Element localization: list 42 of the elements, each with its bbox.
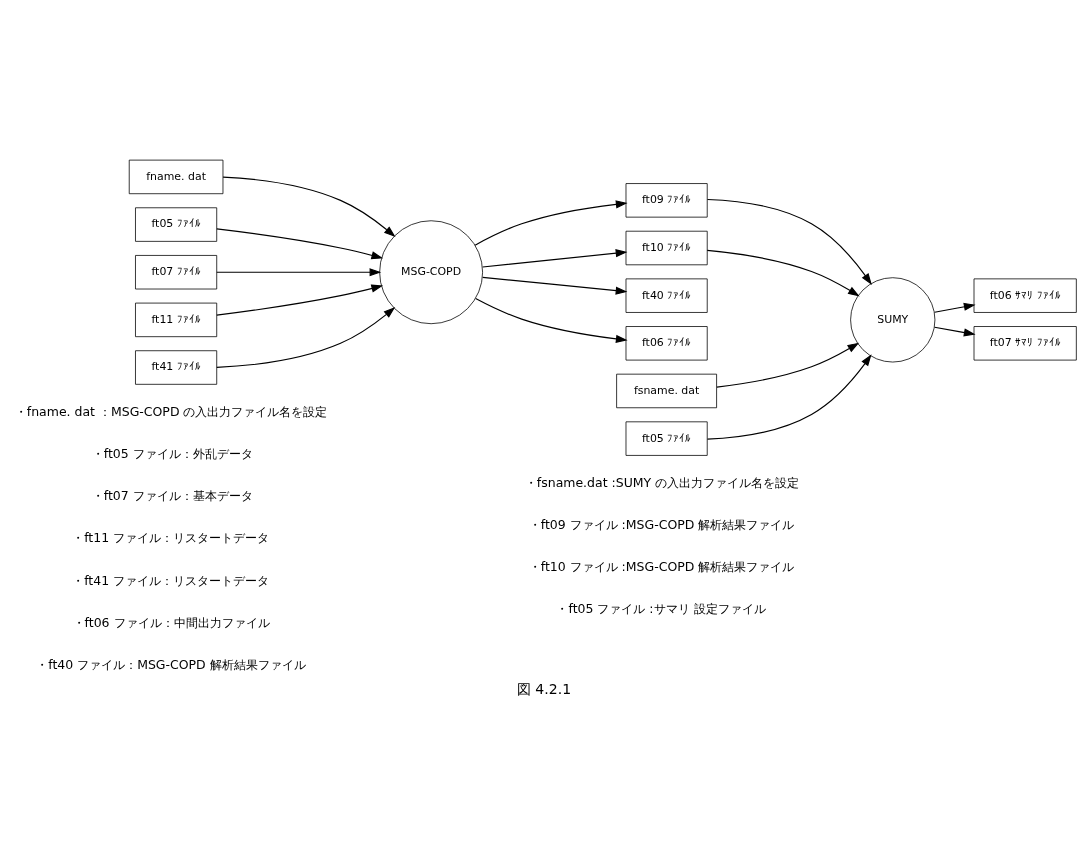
arrow xyxy=(706,198,872,286)
arrow xyxy=(216,284,384,316)
arrow xyxy=(222,176,396,238)
arrow xyxy=(934,302,976,313)
caption: 図 4.2.1 xyxy=(516,681,572,698)
arrow xyxy=(706,249,860,297)
node-box: fname. dat xyxy=(128,159,224,195)
node-box: ft40 ﾌｧｲﾙ xyxy=(625,278,708,313)
label: ・ft05 ファイル :サマリ 設定ファイル xyxy=(556,601,766,617)
arrow xyxy=(706,354,872,440)
node-box: ft06 ﾌｧｲﾙ xyxy=(625,326,708,361)
label: ・ft07 ファイル：基本データ xyxy=(91,488,253,504)
node-box: ft07 ｻﾏﾘ ﾌｧｲﾙ xyxy=(973,326,1077,361)
label: ・ft11 ファイル：リスタートデータ xyxy=(72,530,270,546)
arrow xyxy=(482,249,628,268)
node-box: ft09 ﾌｧｲﾙ xyxy=(625,183,708,218)
arrow xyxy=(475,298,628,343)
arrow xyxy=(716,342,860,388)
node-box: ft07 ﾌｧｲﾙ xyxy=(135,255,218,290)
arrow xyxy=(216,307,396,368)
label: ・ft05 ファイル：外乱データ xyxy=(91,445,253,461)
node-box: ft06 ｻﾏﾘ ﾌｧｲﾙ xyxy=(973,278,1077,313)
arrow xyxy=(474,200,628,246)
arrow xyxy=(216,228,384,260)
label: ・fsname.dat :SUMY の入出力ファイル名を設定 xyxy=(524,474,800,490)
label: ・ft06 ファイル：中間出力ファイル xyxy=(72,614,270,630)
label: ・ft09 ファイル :MSG-COPD 解析結果ファイル xyxy=(528,517,795,533)
node-box: ft41 ﾌｧｲﾙ xyxy=(135,350,218,385)
arrow xyxy=(482,276,628,295)
arrow xyxy=(216,268,382,277)
label: ・ft41 ファイル：リスタートデータ xyxy=(72,572,270,588)
node-circle: MSG-COPD xyxy=(379,220,483,325)
node-box: ft05 ﾌｧｲﾙ xyxy=(625,421,708,456)
node-circle: SUMY xyxy=(850,277,936,363)
arrow xyxy=(934,326,976,337)
node-box: ft10 ﾌｧｲﾙ xyxy=(625,230,708,266)
label: ・ft10 ファイル :MSG-COPD 解析結果ファイル xyxy=(528,559,795,575)
node-box: ft05 ﾌｧｲﾙ xyxy=(135,207,218,242)
label: ・fname. dat ：MSG-COPD の入出力ファイル名を設定 xyxy=(14,403,328,419)
node-box: fsname. dat xyxy=(616,373,717,409)
node-box: ft11 ﾌｧｲﾙ xyxy=(135,302,218,338)
label: ・ft40 ファイル：MSG-COPD 解析結果ファイル xyxy=(36,656,306,672)
